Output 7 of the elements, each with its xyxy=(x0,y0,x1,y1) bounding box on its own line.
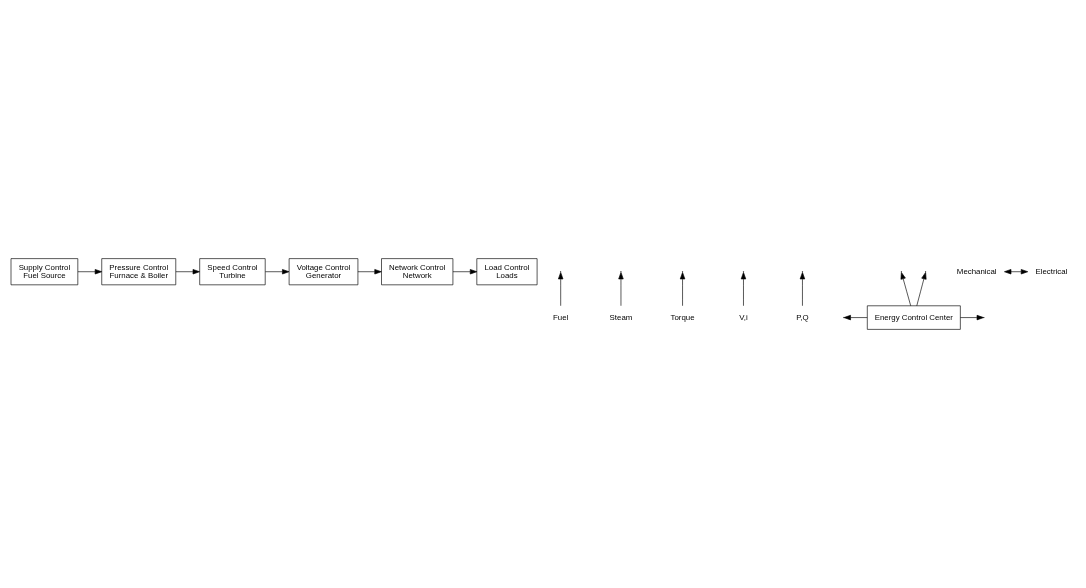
arrow xyxy=(357,269,382,275)
arrow xyxy=(1004,269,1029,275)
arrow xyxy=(618,272,624,307)
arrow xyxy=(265,269,290,275)
arrow xyxy=(452,269,478,275)
arrow xyxy=(77,269,103,275)
arrow xyxy=(175,269,200,275)
